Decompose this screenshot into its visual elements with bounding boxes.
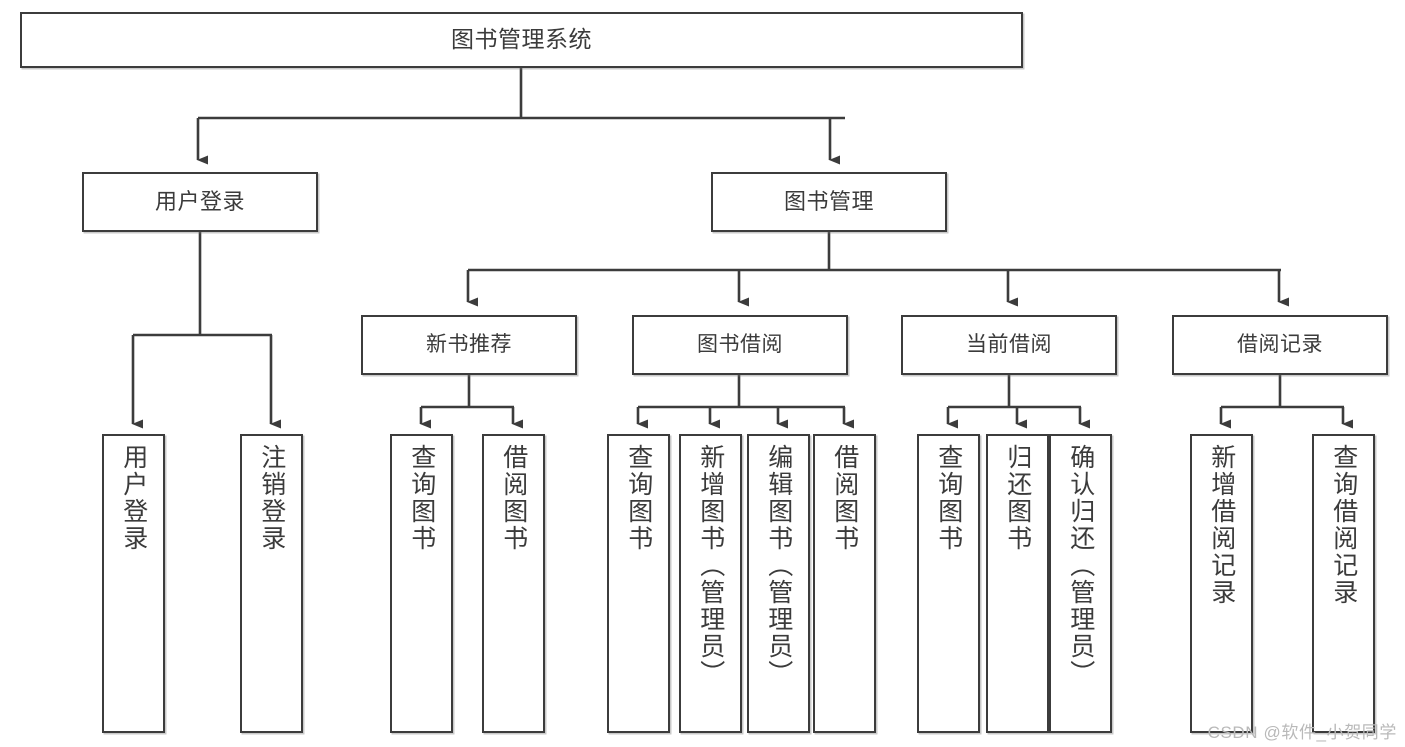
node-leaf-add-book-label: 新增图书（管理员）: [696, 444, 725, 687]
node-leaf-add-record-label: 新增借阅记录: [1207, 444, 1236, 606]
node-root-label: 图书管理系统: [451, 26, 592, 53]
node-leaf-return-book[interactable]: 归还图书: [986, 434, 1049, 733]
node-new-book-recommend[interactable]: 新书推荐: [361, 315, 577, 375]
node-leaf-query-record[interactable]: 查询借阅记录: [1312, 434, 1375, 733]
node-user-login[interactable]: 用户登录: [82, 172, 318, 232]
node-leaf-query-book-3[interactable]: 查询图书: [917, 434, 980, 733]
node-leaf-edit-book-label: 编辑图书（管理员）: [764, 444, 793, 687]
node-leaf-query-record-label: 查询借阅记录: [1329, 444, 1358, 606]
node-book-management-label: 图书管理: [783, 189, 874, 215]
node-leaf-add-record[interactable]: 新增借阅记录: [1190, 434, 1253, 733]
node-leaf-query-book-1[interactable]: 查询图书: [390, 434, 453, 733]
node-leaf-confirm-return-label: 确认归还（管理员）: [1066, 444, 1095, 687]
node-leaf-borrow-book-1[interactable]: 借阅图书: [482, 434, 545, 733]
node-leaf-query-book-2[interactable]: 查询图书: [607, 434, 670, 733]
node-book-borrow[interactable]: 图书借阅: [632, 315, 848, 375]
node-leaf-confirm-return[interactable]: 确认归还（管理员）: [1049, 434, 1112, 733]
node-leaf-logout-login-label: 注销登录: [257, 444, 286, 552]
node-leaf-return-book-label: 归还图书: [1003, 444, 1032, 552]
node-leaf-query-book-2-label: 查询图书: [624, 444, 653, 552]
node-current-borrow[interactable]: 当前借阅: [901, 315, 1117, 375]
node-leaf-borrow-book-1-label: 借阅图书: [499, 444, 528, 552]
node-leaf-user-login-label: 用户登录: [119, 444, 148, 552]
node-leaf-edit-book[interactable]: 编辑图书（管理员）: [747, 434, 810, 733]
node-user-login-label: 用户登录: [154, 189, 245, 215]
node-root[interactable]: 图书管理系统: [20, 12, 1023, 68]
watermark: CSDN @软件_小贺同学: [1207, 723, 1397, 742]
node-leaf-borrow-book-2[interactable]: 借阅图书: [813, 434, 876, 733]
node-leaf-borrow-book-2-label: 借阅图书: [830, 444, 859, 552]
node-borrow-record-label: 借阅记录: [1237, 332, 1323, 356]
node-book-management[interactable]: 图书管理: [711, 172, 947, 232]
node-leaf-query-book-3-label: 查询图书: [934, 444, 963, 552]
node-new-book-recommend-label: 新书推荐: [426, 332, 512, 356]
node-current-borrow-label: 当前借阅: [966, 332, 1052, 356]
node-leaf-logout-login[interactable]: 注销登录: [240, 434, 303, 733]
node-leaf-add-book[interactable]: 新增图书（管理员）: [679, 434, 742, 733]
node-leaf-user-login[interactable]: 用户登录: [102, 434, 165, 733]
node-leaf-query-book-1-label: 查询图书: [407, 444, 436, 552]
node-book-borrow-label: 图书借阅: [697, 332, 783, 356]
node-borrow-record[interactable]: 借阅记录: [1172, 315, 1388, 375]
